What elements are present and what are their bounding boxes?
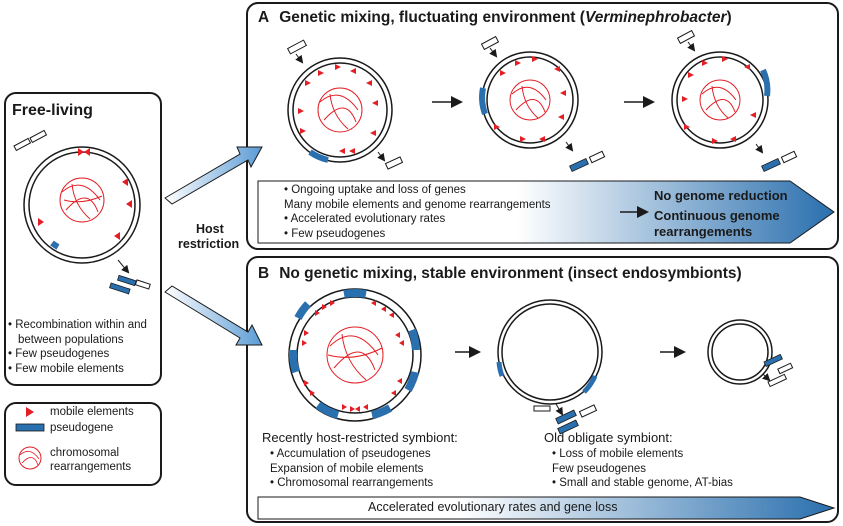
panel-a-genome-1: [286, 39, 404, 170]
host-restriction-label-1: Host: [196, 222, 224, 236]
recent-bullet: Accumulation of pseudogenes: [270, 447, 433, 462]
panel-b-title: B No genetic mixing, stable environment (…: [258, 265, 742, 283]
legend-chromosomal-1: chromosomal: [50, 447, 120, 459]
free-living-bullets: Recombination within and between populat…: [8, 318, 147, 376]
old-symbiont-bullets: Loss of mobile elements Few pseudogenes …: [552, 447, 733, 491]
panel-a-title-suffix: ): [726, 9, 732, 26]
free-living-title: Free-living: [12, 102, 93, 119]
old-symbiont-heading: Old obligate symbiont:: [544, 430, 673, 445]
free-living-bullet: Few pseudogenes: [8, 347, 147, 362]
panel-a-bullet: Many mobile elements and genome rearrang…: [284, 198, 551, 211]
host-restriction-label-2: restriction: [178, 237, 240, 251]
free-living-bullet: Few mobile elements: [8, 362, 147, 377]
panel-a-bullet: Ongoing uptake and loss of genes: [284, 183, 551, 198]
panel-b-genome-1: [288, 288, 422, 422]
free-living-bullet: between populations: [8, 333, 147, 348]
panel-a-genome-3: [671, 29, 798, 173]
panel-a-result-1: No genome reduction: [654, 188, 788, 203]
free-living-genome: [13, 129, 151, 295]
old-bullet: Small and stable genome, AT-bias: [552, 476, 733, 491]
panel-a-title: A Genetic mixing, fluctuating environment…: [258, 9, 732, 27]
old-bullet: Few pseudogenes: [552, 462, 646, 475]
panel-b-summary-label: Accelerated evolutionary rates and gene …: [368, 500, 618, 514]
free-living-bullet: Recombination within and: [8, 318, 147, 333]
panel-a-bullet: Few pseudogenes: [284, 227, 551, 242]
legend-icons: [15, 407, 45, 470]
recent-bullet: Expansion of mobile elements: [270, 462, 424, 475]
panel-a-bullet: Accelerated evolutionary rates: [284, 212, 551, 227]
panel-a-result-3: rearrangements: [654, 224, 753, 239]
panel-b-letter: B: [258, 265, 270, 282]
panel-b-genome-2: [496, 299, 603, 435]
legend-pseudogene: pseudogene: [50, 422, 114, 434]
panel-a-title-italic: Verminephrobacter: [584, 9, 727, 26]
legend-mobile-elements: mobile elements: [50, 406, 134, 418]
free-living-bullet-continued: between populations: [18, 333, 124, 346]
panel-b-summary-arrow: [257, 496, 836, 520]
legend-chromosomal-2: rearrangements: [50, 461, 132, 473]
recent-symbiont-heading: Recently host-restricted symbiont:: [262, 430, 458, 445]
panel-a-result-2: Continuous genome: [654, 208, 780, 223]
mobile-element-icon: [26, 407, 34, 417]
host-restriction-arrow-down: [164, 285, 263, 346]
panel-b-genome-3: [707, 319, 794, 388]
pseudogene-icon: [15, 423, 45, 432]
panel-a-title-prefix: Genetic mixing, fluctuating environment …: [279, 9, 585, 26]
chromosomal-rearrangement-icon: [18, 446, 42, 470]
panel-b-mobile-elements: [302, 300, 404, 412]
recent-bullet: Chromosomal rearrangements: [270, 476, 433, 491]
panel-a-genome-2: [479, 35, 606, 173]
panel-a-letter: A: [258, 9, 270, 26]
legend-panel: [4, 402, 162, 486]
old-bullet: Loss of mobile elements: [552, 447, 733, 462]
host-restriction-arrow-up: [164, 146, 263, 205]
panel-a-bullets: Ongoing uptake and loss of genes Many mo…: [284, 183, 551, 241]
recent-symbiont-bullets: Accumulation of pseudogenes Expansion of…: [270, 447, 433, 491]
panel-b-title-text: No genetic mixing, stable environment (i…: [279, 265, 742, 282]
free-living-panel: [4, 92, 162, 386]
